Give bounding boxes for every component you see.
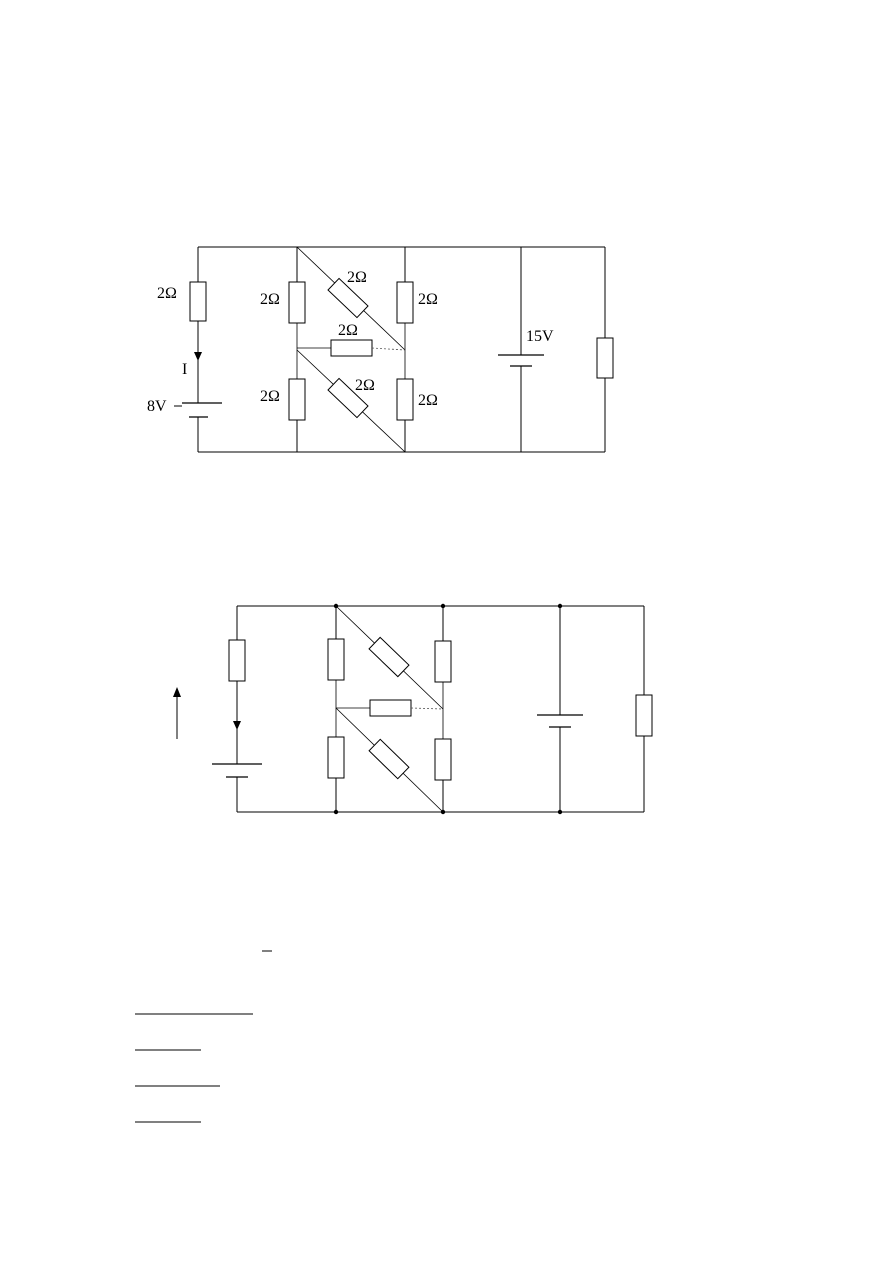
junction-dot [440,809,446,815]
resistor-diagonal-bottom [368,738,410,780]
circuit-diagram-2 [173,603,653,815]
junction-dot [557,603,563,609]
label-resistor-mid-top: 2Ω [260,291,280,308]
label-resistor-mid-bottom: 2Ω [260,388,280,405]
current-arrow-icon [233,721,241,730]
junction-dot [557,809,563,815]
resistor-right-top [434,640,452,683]
current-arrow-icon [194,352,202,361]
junction-dot [333,809,339,815]
horizontal-wire [410,707,444,710]
horizontal-wire [371,347,406,351]
resistor-left [228,639,246,682]
label-resistor-diagonal-bottom: 2Ω [355,377,375,394]
label-battery-left: 8V [147,398,167,415]
label-resistor-left: 2Ω [157,285,177,302]
resistor-diagonal-top [368,636,410,678]
resistor-horizontal [330,339,373,357]
resistor-far-right [596,337,614,379]
resistor-diagonal-top [327,277,369,319]
resistor-diagonal-bottom [327,377,369,419]
resistor-mid-top [327,638,345,681]
label-resistor-right-top: 2Ω [418,291,438,308]
resistor-left [189,281,207,322]
junction-dot [333,603,339,609]
label-current: I [182,361,187,378]
resistor-right-bottom [396,378,414,421]
resistor-right-bottom [434,738,452,781]
junction-dot [440,603,446,609]
label-battery-right: 15V [526,328,554,345]
circuit-diagram-1: 2Ω 2Ω 2Ω 2Ω 2Ω 2Ω 2Ω 2Ω I 8V 15V [147,246,614,453]
label-resistor-right-bottom: 2Ω [418,392,438,409]
up-arrow-icon [173,687,181,697]
resistor-right-top [396,281,414,324]
resistor-mid-bottom [327,736,345,779]
label-resistor-diagonal-top: 2Ω [347,269,367,286]
resistor-horizontal [369,699,412,717]
label-resistor-horizontal: 2Ω [338,322,358,339]
resistor-mid-top [288,281,306,324]
resistor-mid-bottom [288,378,306,421]
resistor-far-right [635,694,653,737]
answer-blanks [135,950,272,1123]
